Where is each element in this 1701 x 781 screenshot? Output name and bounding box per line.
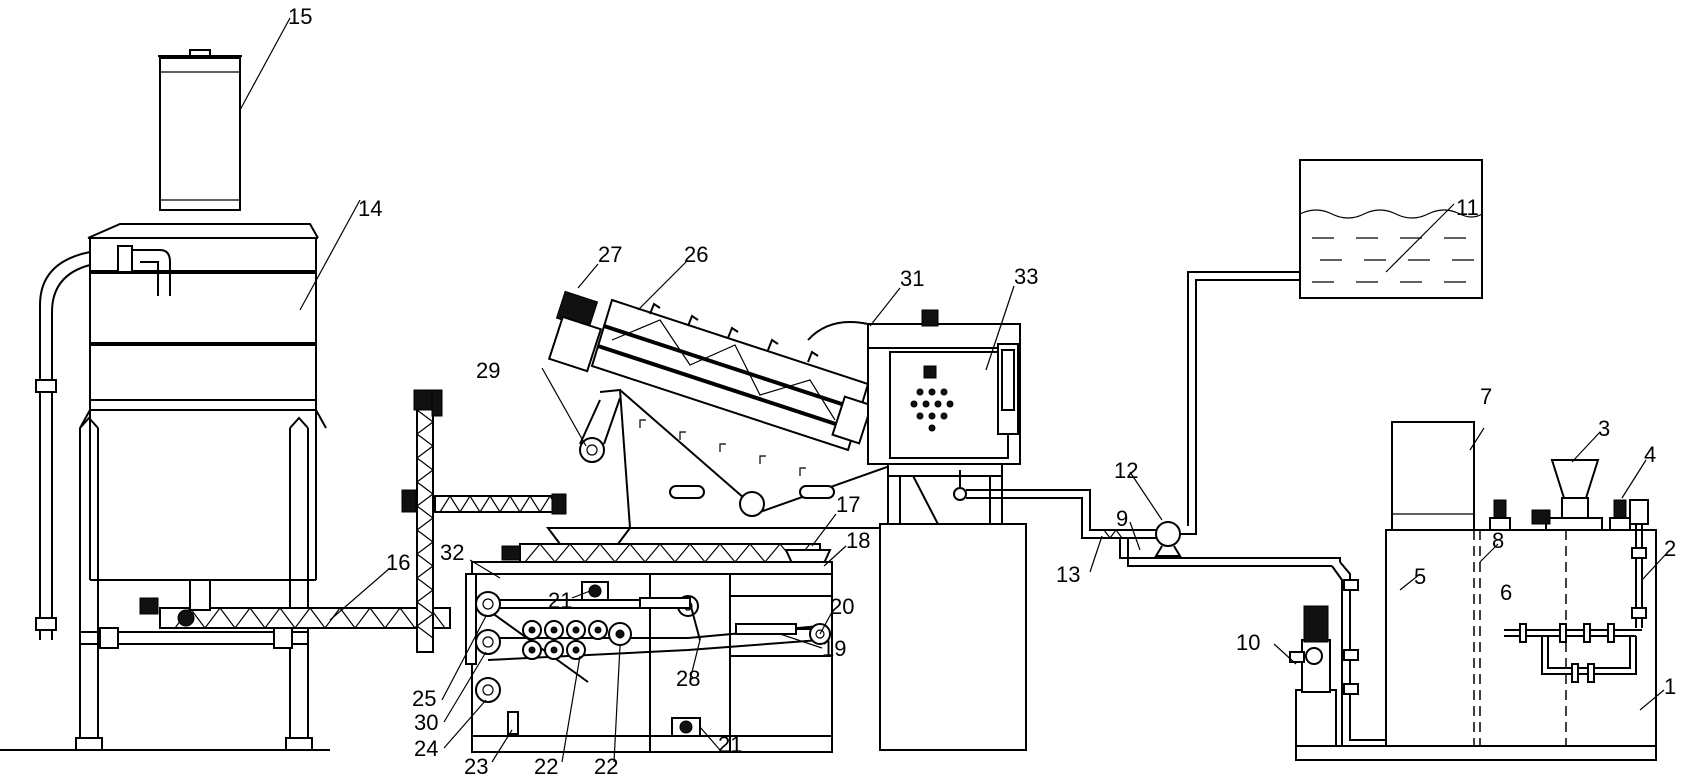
screw-press-27: [547, 290, 942, 529]
label-5: 5: [1414, 564, 1426, 589]
label-4: 4: [1644, 442, 1656, 467]
label-12: 12: [1114, 458, 1138, 483]
part-labels: 15 14 16 11 7 3 4 2 1 8 6 5 9 10 12 13 3…: [288, 4, 1676, 779]
dust-collector-15: [159, 57, 241, 211]
water-tank-11: [1299, 159, 1483, 299]
label-10: 10: [1236, 630, 1260, 655]
roller-25: [475, 677, 501, 703]
label-21-upper: 21: [548, 588, 572, 613]
label-11: 11: [1456, 195, 1479, 220]
label-19: 19: [822, 636, 846, 661]
label-13: 13: [1056, 562, 1080, 587]
label-9: 9: [1116, 506, 1128, 531]
roller-30: [579, 437, 605, 463]
label-29: 28: [676, 666, 700, 691]
label-14: 14: [358, 196, 382, 221]
label-22: 22: [594, 754, 618, 779]
label-24: 23: [464, 754, 488, 779]
label-21-lower: 21: [718, 732, 742, 757]
label-32: 31: [900, 266, 924, 291]
leader-lines: [239, 17, 1667, 763]
label-3: 3: [1598, 416, 1610, 441]
hopper-3: [1550, 459, 1600, 499]
label-23: 22: [534, 754, 558, 779]
label-25: 24: [414, 736, 438, 761]
roller-26: [475, 591, 501, 617]
control-cabinet-32: [807, 309, 1027, 751]
belt-press-assembly: [465, 527, 833, 753]
tank-7: [1391, 421, 1475, 531]
label-7: 7: [1480, 384, 1492, 409]
screw-conveyor-16: [139, 579, 451, 629]
label-20: 20: [830, 594, 854, 619]
pump-12: [1155, 521, 1181, 547]
label-8: 8: [1492, 528, 1504, 553]
roller-31: [475, 629, 501, 655]
silo-14: [35, 49, 327, 751]
label-30: 29: [476, 358, 500, 383]
label-34: 33: [1014, 264, 1038, 289]
label-31: 30: [414, 710, 438, 735]
piping: [966, 271, 1390, 749]
label-26: 25: [412, 686, 436, 711]
label-1: 1: [1664, 674, 1676, 699]
label-27: 26: [684, 242, 708, 267]
label-16: 16: [386, 550, 410, 575]
label-15: 15: [288, 4, 312, 29]
dosing-unit: [1289, 421, 1657, 761]
label-6: 6: [1500, 580, 1512, 605]
label-18: 18: [846, 528, 870, 553]
label-28: 27: [598, 242, 622, 267]
vertical-screw-conveyor: [401, 389, 567, 653]
label-33: 32: [440, 540, 464, 565]
label-2: 2: [1664, 536, 1676, 561]
label-17: 17: [836, 492, 860, 517]
